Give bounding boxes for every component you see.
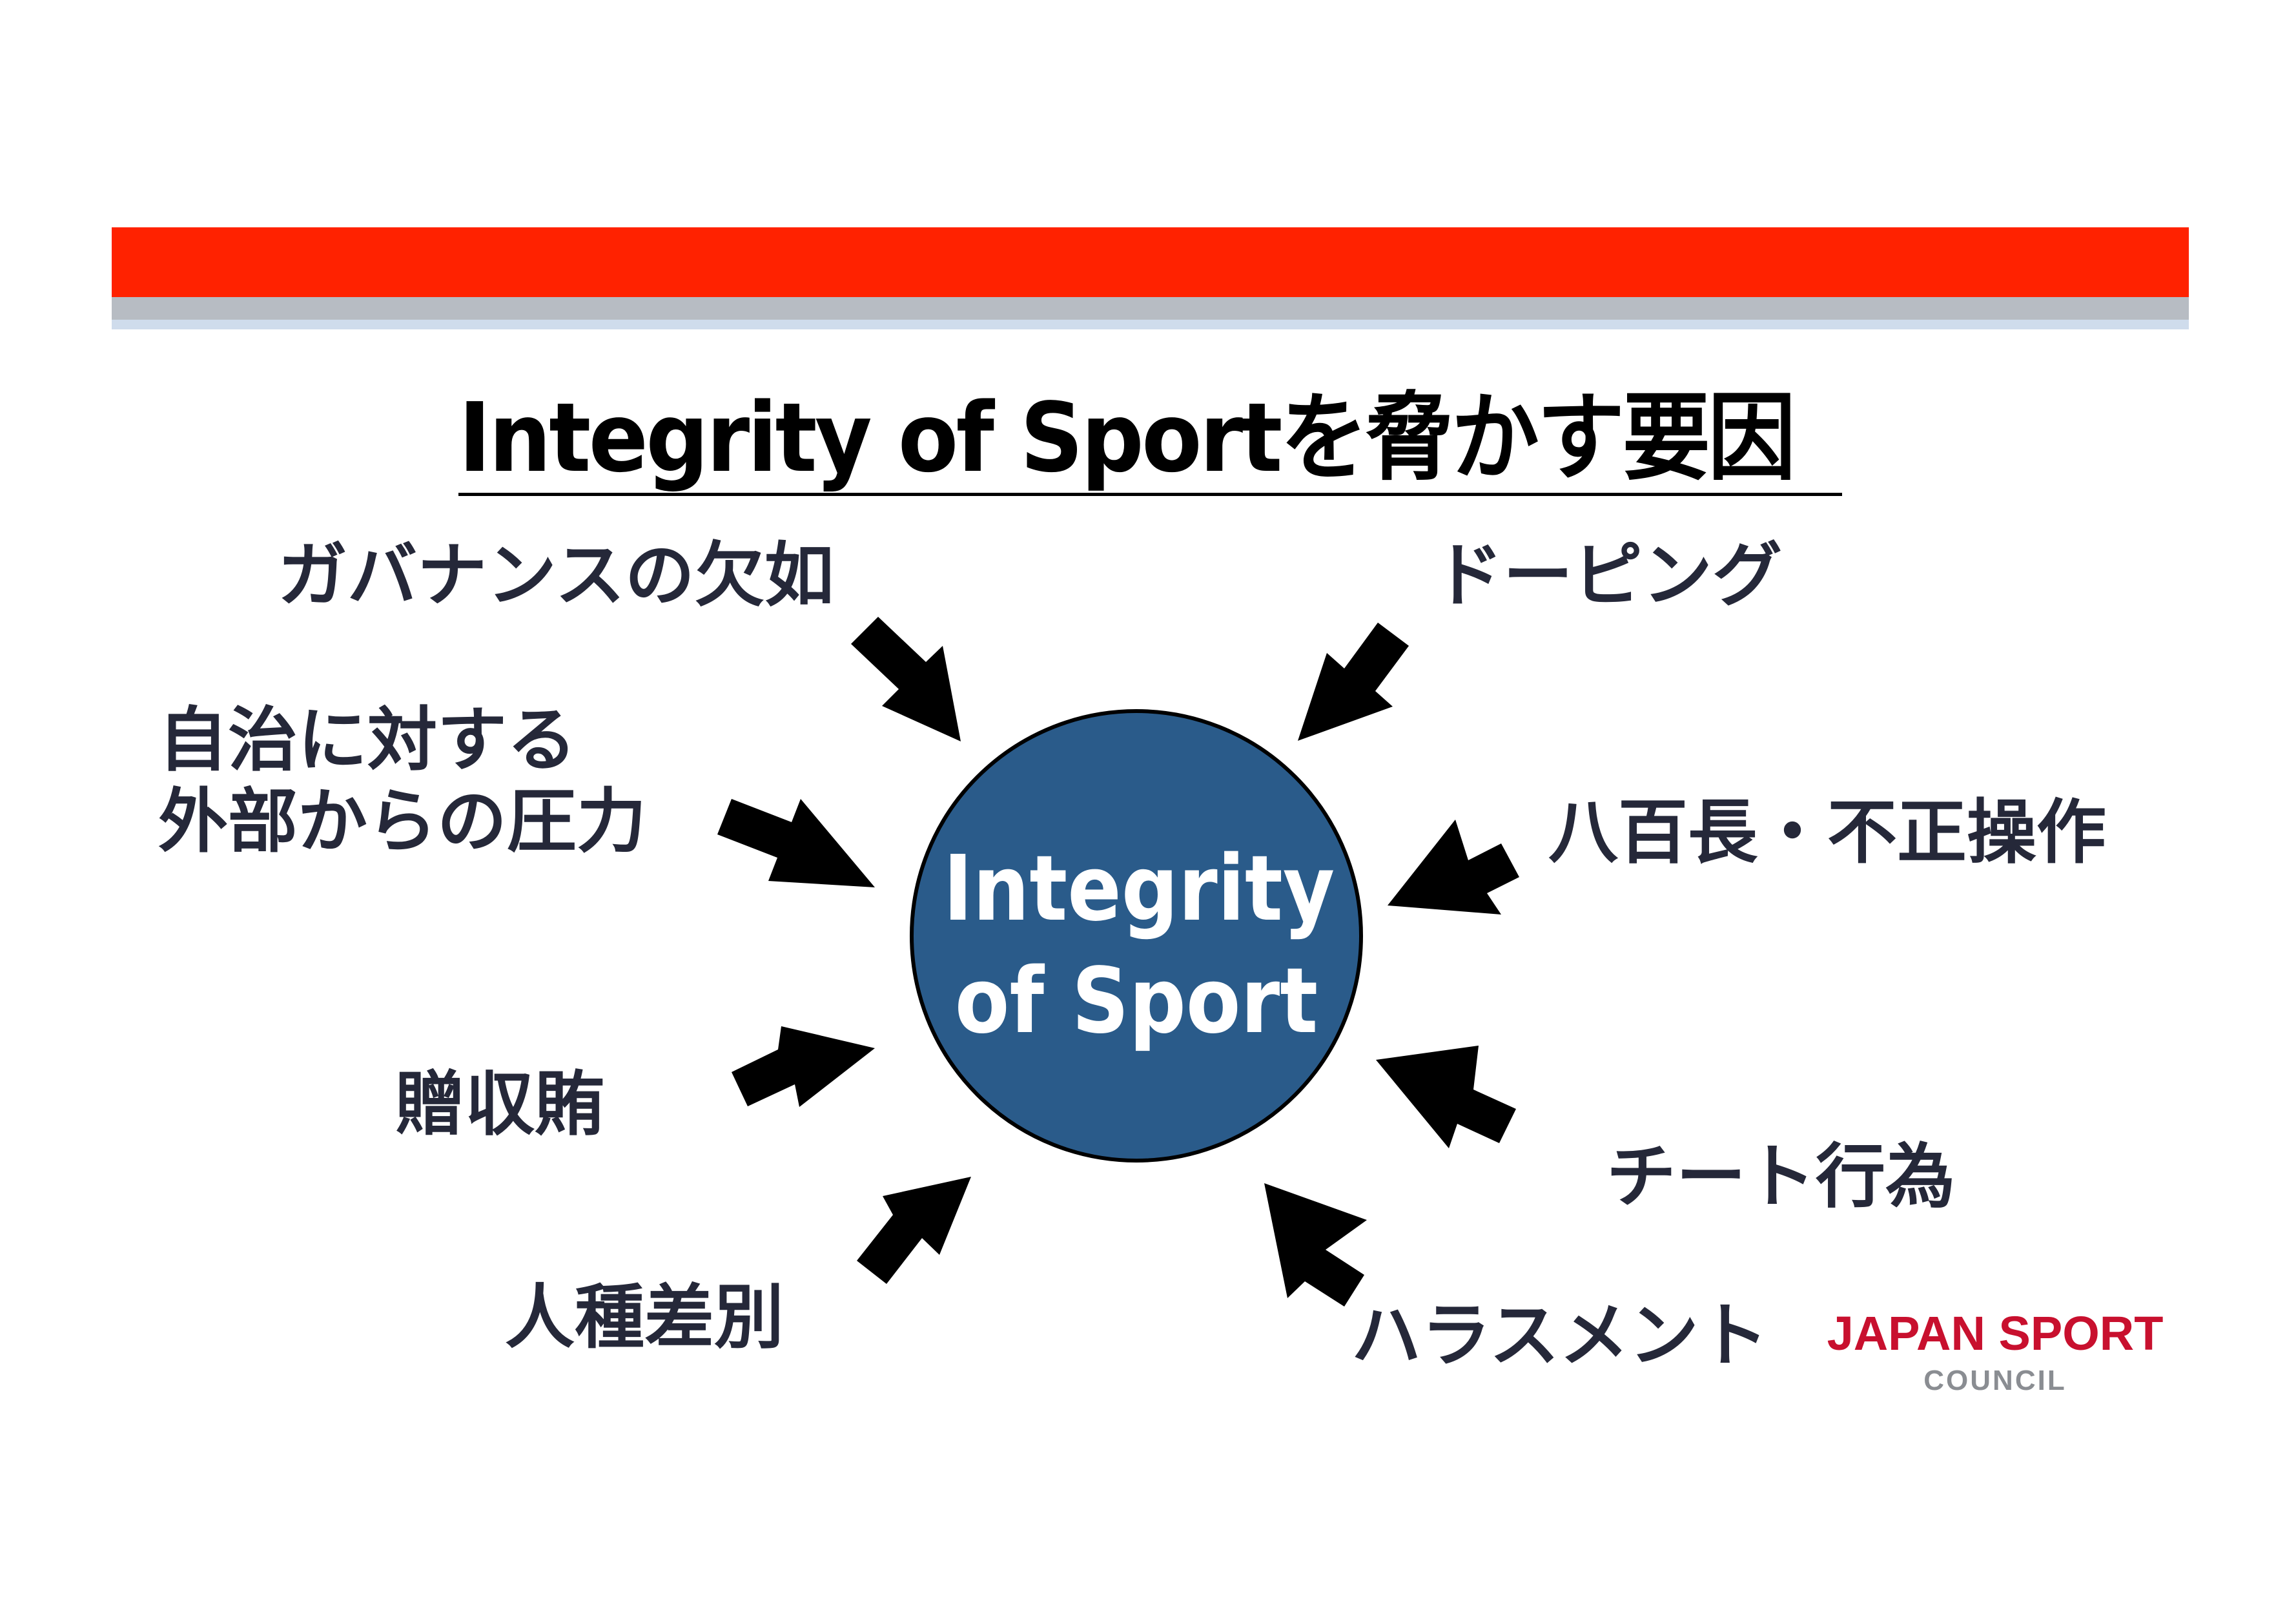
- label-external-pressure: 自治に対する 外部からの圧力: [158, 700, 647, 862]
- arrow-bribery: [732, 1026, 875, 1107]
- arrow-pressure: [717, 799, 875, 887]
- header-grey-band: [112, 297, 2189, 320]
- arrow-cheating: [1376, 1046, 1516, 1148]
- arrow-match-fixing: [1388, 820, 1519, 915]
- label-harassment: ハラスメント: [1351, 1296, 1768, 1376]
- logo-text-sub: COUNCIL: [1923, 1365, 2067, 1396]
- label-cheating: チート行為: [1606, 1137, 1956, 1217]
- center-circle: [910, 709, 1363, 1163]
- label-match-fixing: 八百長・不正操作: [1548, 792, 2107, 873]
- label-racism: 人種差別: [505, 1277, 784, 1358]
- arrow-governance: [851, 617, 961, 741]
- header-red-band: [112, 227, 2189, 297]
- page-title: Integrity of Sportを脅かす要因: [458, 382, 1796, 493]
- arrow-racism: [857, 1177, 971, 1284]
- arrow-harassment: [1264, 1183, 1367, 1307]
- logo-text-main: JAPAN SPORT: [1827, 1307, 2164, 1360]
- title-underline: [458, 493, 1842, 496]
- arrow-doping: [1298, 623, 1409, 741]
- label-governance: ガバナンスの欠如: [278, 535, 834, 616]
- label-doping: ドーピング: [1433, 535, 1783, 616]
- header-blue-band: [112, 320, 2189, 329]
- arrow-group: [717, 617, 1519, 1307]
- label-bribery: 贈収賄: [395, 1064, 605, 1145]
- center-label: Integrity of Sport: [943, 836, 1335, 1054]
- jsc-logo: JAPAN SPORT COUNCIL: [1801, 1305, 2189, 1401]
